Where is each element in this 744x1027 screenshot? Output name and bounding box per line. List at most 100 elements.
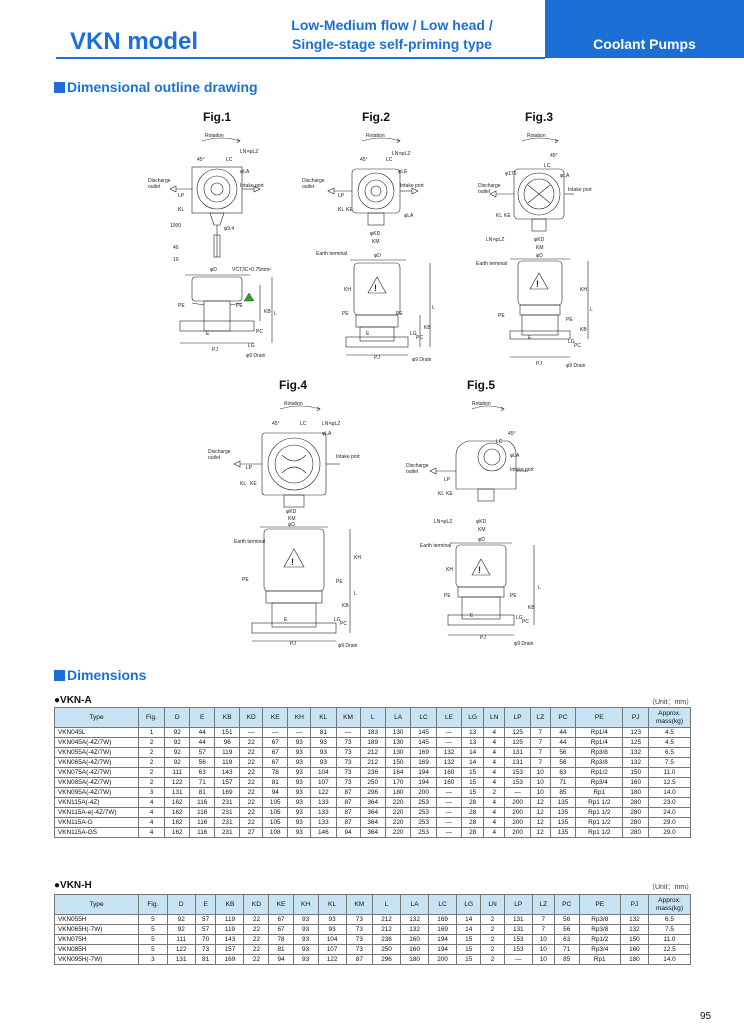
model-subtitle: Low-Medium flow / Low head / Single-stag… [262,16,522,54]
table-cell: 93 [287,767,312,778]
fig-5-label: Fig.5 [467,378,496,392]
table-cell: 94 [335,827,361,838]
table-cell: 85 [549,787,577,798]
column-header: PE [578,894,621,915]
fig-2-drawing: ! Rotation LN×φLZ 45° LC φLE Discharge o… [302,133,435,363]
table-cell: 131 [164,787,191,798]
header-rule [56,57,545,59]
fig1-phid-label: φD [210,267,217,273]
fig-3-label: Fig.3 [525,110,554,124]
fig4-la-label: φLA [322,431,332,437]
column-header: LA [384,707,412,728]
table-cell: 81 [194,954,217,965]
fig3-drain-label: φ9 Drain [566,363,586,369]
fig3-kb-label: KB [580,327,587,333]
table-cell: 4 [483,757,506,768]
table-cell: 212 [359,747,386,758]
fig4-phikd-label: φKD [286,509,297,515]
table-cell: 119 [215,914,245,925]
table-cell: 220 [384,797,412,808]
table-cell: 92 [164,747,191,758]
table-cell: 93 [287,747,312,758]
table-cell: 200 [504,797,531,808]
fig5-la-label: φLA [510,453,520,459]
table-cell: 153 [503,944,533,955]
column-header: Approx. mass(kg) [648,894,691,915]
table-cell: 81 [262,777,289,788]
table-cell: 22 [239,757,264,768]
fig2-e-label: E [366,331,370,337]
table-cell: 44 [189,737,215,748]
fig3-lnlz-label: LN×φLZ [486,237,504,243]
column-header: KL [317,894,347,915]
table-cell: 12 [529,827,551,838]
fig4-pe-left-label: PE [242,577,249,583]
column-header: Fig. [138,894,168,915]
column-header: PC [553,894,580,915]
table-cell: 94 [268,954,294,965]
table-cell: 364 [359,807,386,818]
fig3-pe-right-label: PE [566,317,573,323]
fig2-le-label: φLE [398,169,408,175]
table-cell: 10 [531,934,555,945]
table-cell: 231 [213,827,241,838]
table-cell: 71 [549,777,577,788]
table-cell: Rp1 [578,954,621,965]
table-cell: 132 [622,757,649,768]
fig1-outlet-label: outlet [148,184,161,190]
table-cell: 67 [268,914,294,925]
fig2-km-label: KM [372,239,380,245]
column-header: KE [268,894,294,915]
table-cell: 4 [483,817,506,828]
table-cell: 5 [138,914,168,925]
table-cell: 162 [164,797,191,808]
column-header: D [164,707,191,728]
model-type-cell: VKN055H [54,914,139,925]
fig2-lg-label: LG [410,331,417,337]
table-cell: 93 [287,817,312,828]
fig3-rotation-label: Rotation [527,133,546,139]
table-cell: 15 [456,954,482,965]
fig5-phikd-label: φKD [476,519,487,525]
table-cell: 85 [553,954,580,965]
table-cell: 7 [529,747,551,758]
table-cell: 194 [410,767,437,778]
fig2-la-label: φLA [404,213,414,219]
fig3-phi175-label: φ175 [505,171,517,177]
fig1-drain-label: φ9 Drain [246,353,266,359]
table-cell: 2 [480,924,505,935]
table-cell: 105 [262,807,289,818]
table-cell: 4 [137,807,166,818]
table-cell: 93 [317,924,347,935]
table-cell: 78 [268,934,294,945]
table-cell: 28 [461,807,485,818]
table-cell: 200 [410,787,437,798]
fig5-phid-label: φD [478,537,485,543]
table-cell: 125 [504,727,531,738]
table-cell: 253 [410,817,437,828]
table-cell: 10 [529,777,551,788]
table-cell: 116 [189,807,215,818]
page-header: VKN model Low-Medium flow / Low head / S… [0,0,744,60]
fig2-kh-label: KH [344,287,351,293]
table-cell: 131 [504,747,531,758]
table-cell: 2 [137,757,166,768]
table-cell: 119 [213,747,241,758]
table-cell: 93 [287,797,312,808]
table-cell: 160 [622,777,649,788]
table-cell: Rp1/4 [575,737,624,748]
table-cell: 169 [428,924,458,935]
table-cell: — [435,737,463,748]
table-cell: 194 [428,934,458,945]
table-cell: 160 [400,944,430,955]
table-cell: 93 [292,954,319,965]
table-cell: 5 [138,924,168,935]
table-cell: 132 [435,757,463,768]
table-cell: 253 [410,797,437,808]
table-cell: 93 [310,747,337,758]
fig1-lg-label: LG [248,343,255,349]
table-cell: 57 [194,914,217,925]
table-cell: 130 [384,737,412,748]
